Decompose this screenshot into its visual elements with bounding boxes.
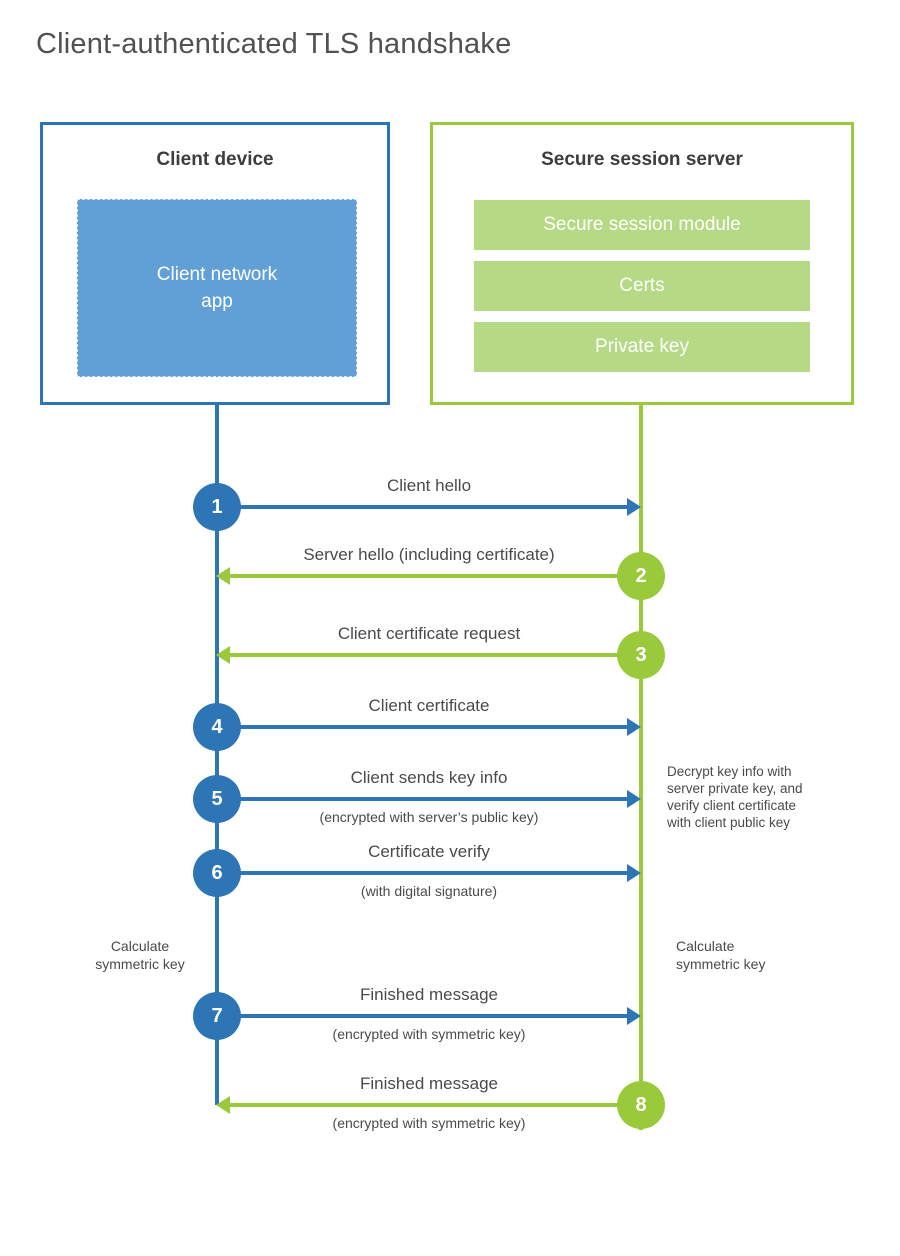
step-3-label: Client certificate request [337, 624, 521, 643]
client-network-app-box: Client network app [77, 199, 357, 377]
server-lifeline [639, 405, 643, 1130]
server-decrypt-note: Decrypt key info with server private key… [667, 764, 803, 830]
step-1-arrowhead-icon [627, 498, 641, 516]
step-1-badge: 1 [193, 483, 241, 531]
step-4-arrowhead-icon [627, 718, 641, 736]
client-device-title: Client device [156, 149, 274, 170]
step-8-arrow-line [230, 1103, 618, 1107]
step-6-arrowhead-icon [627, 864, 641, 882]
step-5-sublabel: (encrypted with server’s public key) [319, 809, 539, 825]
secure-session-server-box: Secure session server Secure session mod… [430, 122, 854, 405]
step-1-arrow-line [240, 505, 628, 509]
step-2-arrowhead-icon [216, 567, 230, 585]
step-2-label: Server hello (including certificate) [303, 545, 555, 564]
step-8-arrowhead-icon [216, 1096, 230, 1114]
step-5-arrow-line [240, 797, 628, 801]
client-lifeline [215, 405, 219, 1105]
step-8-sublabel: (encrypted with symmetric key) [332, 1115, 526, 1131]
secure-session-server-title: Secure session server [541, 149, 743, 170]
step-7-arrowhead-icon [627, 1007, 641, 1025]
step-7-badge: 7 [193, 992, 241, 1040]
client-device-box: Client device Client network app [40, 122, 390, 405]
step-5-label: Client sends key info [350, 768, 508, 787]
step-8-badge: 8 [617, 1081, 665, 1129]
step-4-badge: 4 [193, 703, 241, 751]
page-title: Client-authenticated TLS handshake [36, 28, 512, 60]
step-3-arrow-line [230, 653, 618, 657]
step-7-arrow-line [240, 1014, 628, 1018]
private-key-bar: Private key [474, 322, 810, 372]
step-4-arrow-line [240, 725, 628, 729]
step-3-arrowhead-icon [216, 646, 230, 664]
step-6-badge: 6 [193, 849, 241, 897]
secure-session-module-bar: Secure session module [474, 200, 810, 250]
server-calculate-symmetric-key-note: Calculate symmetric key [676, 938, 766, 972]
step-6-arrow-line [240, 871, 628, 875]
client-calculate-symmetric-key-note: Calculate symmetric key [95, 938, 185, 972]
step-7-label: Finished message [360, 985, 498, 1004]
step-7-sublabel: (encrypted with symmetric key) [332, 1026, 526, 1042]
step-5-badge: 5 [193, 775, 241, 823]
step-3-badge: 3 [617, 631, 665, 679]
step-5-arrowhead-icon [627, 790, 641, 808]
step-6-label: Certificate verify [368, 842, 490, 861]
step-2-arrow-line [230, 574, 618, 578]
step-2-badge: 2 [617, 552, 665, 600]
step-4-label: Client certificate [368, 696, 490, 715]
step-8-label: Finished message [360, 1074, 498, 1093]
step-1-label: Client hello [386, 476, 472, 495]
certs-bar: Certs [474, 261, 810, 311]
step-6-sublabel: (with digital signature) [360, 883, 498, 899]
